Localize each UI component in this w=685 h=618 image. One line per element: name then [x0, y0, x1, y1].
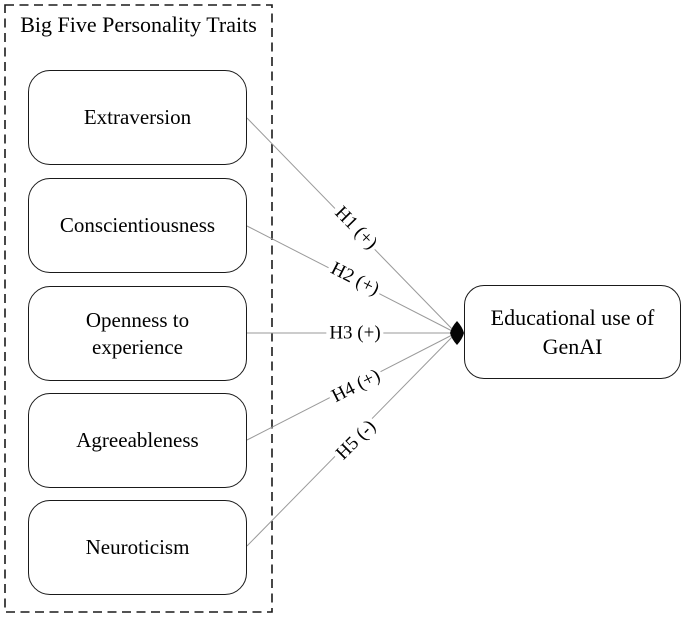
trait-label: Openness to experience [85, 307, 190, 359]
convergence-diamond-icon [450, 321, 464, 345]
outcome-label: Educational use of GenAI [490, 305, 655, 359]
trait-label: Conscientiousness [59, 213, 216, 237]
trait-box-agreeableness: Agreeableness [28, 393, 247, 488]
trait-box-conscientiousness: Conscientiousness [28, 178, 247, 273]
trait-label: Neuroticism [85, 535, 190, 559]
trait-box-extraversion: Extraversion [28, 70, 247, 165]
outcome-box-genai: Educational use of GenAI [464, 285, 681, 379]
big-five-group-dashed-border [4, 4, 273, 613]
trait-box-openness: Openness to experience [28, 286, 247, 381]
trait-label: Agreeableness [76, 428, 199, 452]
hypothesis-label-h3: H3 (+) [326, 322, 384, 344]
trait-label: Extraversion [83, 105, 192, 129]
trait-box-neuroticism: Neuroticism [28, 500, 247, 595]
group-title: Big Five Personality Traits [20, 12, 257, 37]
